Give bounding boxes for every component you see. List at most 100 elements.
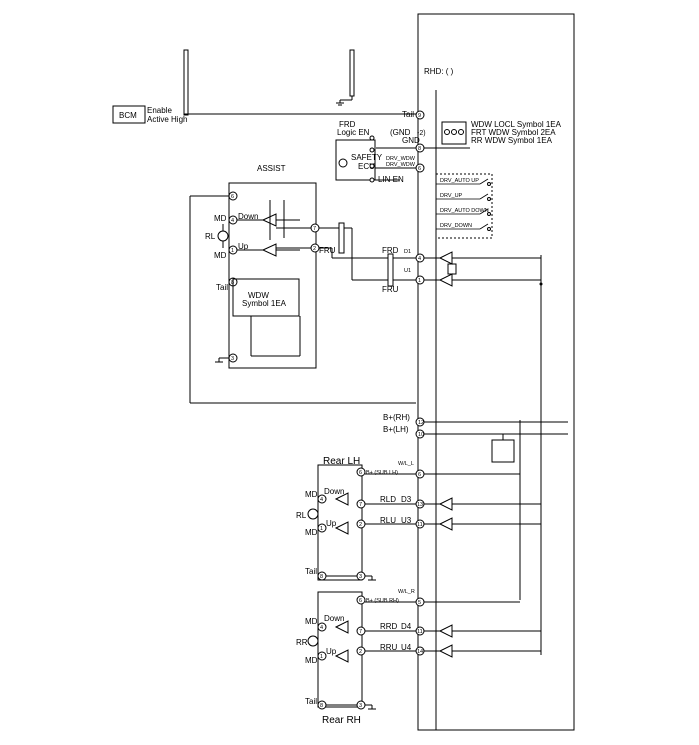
bus-bar-left — [183, 49, 189, 116]
pin-rld: RLD — [380, 495, 396, 504]
pin-u3: U3 — [401, 516, 412, 525]
svg-text:2: 2 — [359, 522, 362, 528]
svg-text:2: 2 — [359, 649, 362, 655]
rear-lh-md-top: MD — [305, 490, 318, 499]
svg-text:5: 5 — [418, 600, 421, 606]
svg-text:4: 4 — [320, 497, 323, 503]
pin-fru-label: FRU — [382, 285, 399, 294]
front-tail-label: Tail — [216, 283, 228, 292]
assist-box — [228, 182, 317, 369]
svg-text:6: 6 — [231, 194, 234, 200]
rhd-label: RHD: ( ) — [424, 67, 454, 76]
switch-drv-up: DRV_UP — [440, 193, 463, 199]
pin-d1: D1 — [404, 249, 411, 255]
svg-text:11: 11 — [417, 522, 423, 528]
rear-rh-down: Down — [324, 614, 344, 623]
pin-wl-r: W/L_R — [398, 589, 415, 595]
svg-text:4: 4 — [231, 218, 234, 224]
switch-drv-auto-down: DRV_AUTO DOWN — [440, 208, 489, 214]
pin-b-lh-label: B+(LH) — [383, 425, 409, 434]
wdw-label: WDW — [248, 291, 269, 300]
rear-lh-tail: Tail — [305, 567, 317, 576]
logic-en-label: Logic EN — [337, 128, 370, 137]
svg-text:13: 13 — [417, 502, 423, 508]
front-rl-label: RL — [205, 232, 216, 241]
svg-text:12: 12 — [418, 420, 424, 426]
pin-tail-label: Tail — [402, 110, 414, 119]
svg-text:14: 14 — [417, 649, 423, 655]
rear-rh-up: Up — [326, 647, 337, 656]
pin-d3: D3 — [401, 495, 412, 504]
pin-rru: RRU — [380, 643, 398, 652]
svg-text:4: 4 — [418, 256, 421, 262]
ecu-label: ECU — [358, 162, 375, 171]
svg-text:8: 8 — [418, 146, 421, 152]
pin-b-sub-lh: B+ (SUB LH) — [366, 470, 398, 476]
front-down-label: Down — [238, 212, 258, 221]
wdw-symbol-label: Symbol 1EA — [242, 299, 287, 308]
svg-text:6: 6 — [359, 470, 362, 476]
svg-text:3: 3 — [359, 574, 362, 580]
rear-rh-md-bottom: MD — [305, 656, 318, 665]
svg-text:9: 9 — [418, 113, 421, 119]
legend-item-3: RR WDW Symbol 1EA — [471, 136, 553, 145]
rear-lh-up: Up — [326, 519, 337, 528]
switch-drv-auto-up: DRV_AUTO UP — [440, 178, 479, 184]
svg-text:4: 4 — [320, 625, 323, 631]
pin-u1: U1 — [404, 268, 411, 274]
front-md-bottom: MD — [214, 251, 227, 260]
drv-wdw-label-1: DRV_WDW — [386, 156, 416, 162]
front-md-top: MD — [214, 214, 227, 223]
pin-b-rh-label: B+(RH) — [383, 413, 410, 422]
rear-rh-title: Rear RH — [322, 715, 361, 726]
pin-rlu: RLU — [380, 516, 396, 525]
svg-text:7: 7 — [359, 502, 362, 508]
svg-text:8: 8 — [320, 703, 323, 709]
rear-rh-md-top: MD — [305, 617, 318, 626]
assist-label: ASSIST — [257, 164, 286, 173]
pin-u4: U4 — [401, 643, 412, 652]
rear-rh-box — [317, 591, 363, 708]
rear-rh-tail: Tail — [305, 697, 317, 706]
svg-text:6: 6 — [418, 166, 421, 172]
rear-lh-box — [317, 464, 363, 581]
safety-label: SAFETY — [351, 153, 383, 162]
bcm-label: BCM — [119, 111, 137, 120]
pin-gnd-paren: (GND — [390, 128, 411, 137]
front-connector-bar — [338, 222, 345, 254]
svg-text:-2): -2) — [417, 130, 426, 137]
pin-gnd-label: GND — [402, 136, 420, 145]
wdw-symbol-box — [232, 278, 300, 317]
module-connector-bar — [387, 253, 394, 287]
svg-text:1: 1 — [231, 248, 234, 254]
bcm-active-high: Active High — [147, 115, 187, 124]
front-up-label: Up — [238, 242, 249, 251]
pin-b-sub-rh: B+ (SUB RH) — [366, 598, 399, 604]
rear-rh-motor: RR — [296, 638, 308, 647]
svg-text:8: 8 — [320, 574, 323, 580]
svg-text:6: 6 — [359, 598, 362, 604]
front-fru-pin-label: FRU — [319, 246, 336, 255]
pin-rrd: RRD — [380, 622, 398, 631]
svg-text:11: 11 — [417, 629, 423, 635]
svg-text:7: 7 — [313, 226, 316, 232]
svg-text:1: 1 — [320, 526, 323, 532]
pin-frd-label: FRD — [382, 246, 399, 255]
switch-drv-down: DRV_DOWN — [440, 223, 472, 229]
svg-text:3: 3 — [359, 703, 362, 709]
svg-text:2: 2 — [313, 246, 316, 252]
legend-item-2: FRT WDW Symbol 2EA — [471, 128, 556, 137]
frd-logic-label: FRD — [339, 120, 356, 129]
svg-text:7: 7 — [359, 629, 362, 635]
pin-d4: D4 — [401, 622, 412, 631]
bcm-enable: Enable — [147, 106, 172, 115]
rear-lh-motor: RL — [296, 511, 307, 520]
relay-box — [491, 439, 515, 463]
svg-text:6: 6 — [418, 472, 421, 478]
rear-lh-md-bottom: MD — [305, 528, 318, 537]
svg-text:1: 1 — [320, 654, 323, 660]
bus-bar-right — [349, 49, 355, 97]
drv-wdw-label-2: DRV_WDW — [386, 162, 416, 168]
svg-text:1: 1 — [418, 278, 421, 284]
